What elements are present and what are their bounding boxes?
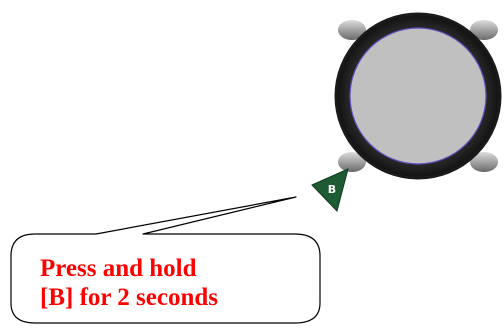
device-tab-top-left [338, 20, 366, 40]
device-tab-bottom-left [338, 152, 366, 172]
callout-line-2: [B] for 2 seconds [40, 284, 219, 311]
device [334, 12, 502, 180]
callout-text: Press and hold [B] for 2 seconds [40, 254, 300, 312]
b-button[interactable]: B [311, 168, 349, 212]
device-tab-top-right [470, 20, 498, 40]
device-bezel-rim [334, 12, 502, 180]
b-button-shape[interactable] [311, 168, 349, 212]
b-button-label: B [328, 183, 336, 196]
device-tab-bottom-right [470, 152, 498, 172]
callout-line-1: Press and hold [40, 255, 197, 282]
device-face [349, 27, 487, 165]
callout-bubble [10, 196, 321, 324]
